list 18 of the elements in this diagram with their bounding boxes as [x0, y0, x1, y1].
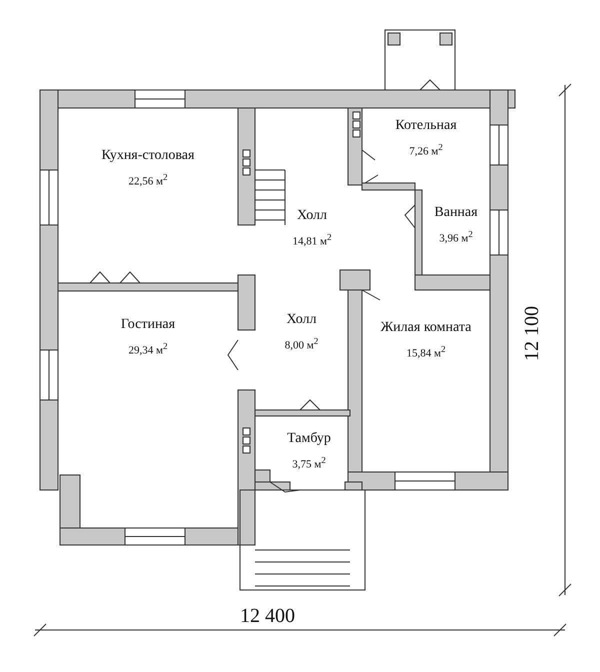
room-name: Жилая комната [380, 320, 472, 336]
dimension-label: 12 100 [521, 306, 544, 361]
area-label: 29,34 м$^{2}$ [128, 341, 168, 357]
dimension-label: 12 400 [240, 605, 295, 628]
room-name: Котельная [395, 118, 457, 134]
area-label: 14,81 м$^{2}$ [292, 232, 332, 248]
room-name: Тамбур [287, 431, 331, 447]
room-name: Ванная [434, 205, 478, 221]
room-name: Гостиная [120, 317, 176, 333]
area-label: 3,96 м$^{2}$ [439, 229, 473, 245]
room-name: Холл [286, 312, 317, 328]
room-name: Кухня-столовая [102, 148, 194, 164]
room-name: Холл [296, 208, 328, 224]
area-label: 8,00 м$^{2}$ [284, 336, 318, 352]
area-label: 15,84 м$^{2}$ [406, 344, 446, 360]
area-label: 3,75 м$^{2}$ [292, 455, 326, 471]
area-label: 7,26 м$^{2}$ [409, 142, 443, 158]
area-label: 22,56 м$^{2}$ [128, 172, 168, 188]
